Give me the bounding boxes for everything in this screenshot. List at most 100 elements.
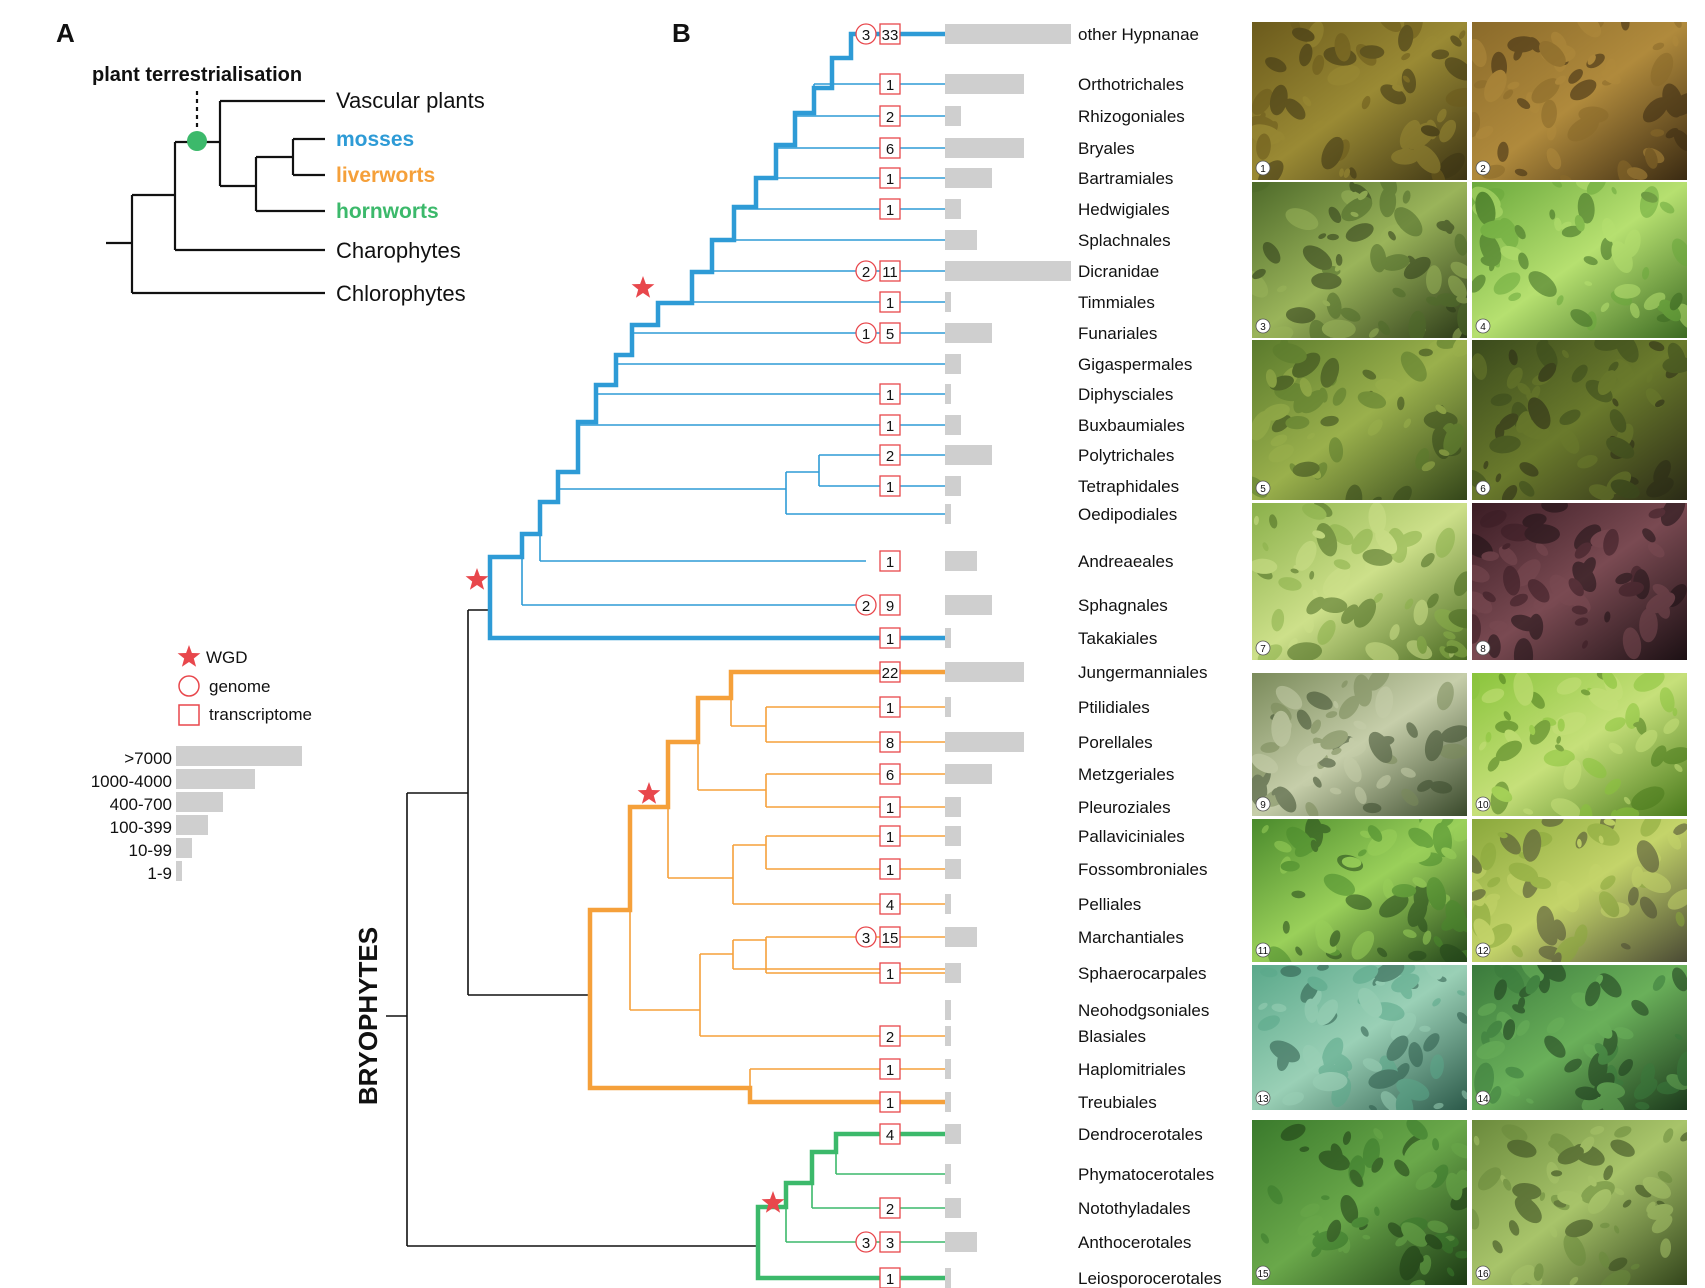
moss-photo: 8 xyxy=(1472,503,1687,660)
photo-number-badge xyxy=(1255,1265,1271,1281)
wgd-star-icon xyxy=(631,276,655,298)
transcriptome-marker xyxy=(879,167,901,189)
transcriptome-marker xyxy=(879,137,901,159)
legend-size-label: 1000-4000 xyxy=(91,772,172,791)
species-count-bar xyxy=(945,1198,961,1218)
wgd-star-icon xyxy=(465,568,489,590)
photo-number-badge xyxy=(1255,160,1271,176)
transcriptome-count: 33 xyxy=(882,27,899,44)
transcriptome-square-icon xyxy=(178,704,200,726)
genome-marker xyxy=(855,322,877,344)
backbone-branches xyxy=(386,609,758,1247)
panel-a: A plant terrestrialisation Vascular plan… xyxy=(56,18,485,306)
moss-photo: 7 xyxy=(1252,503,1467,660)
photo-number: 11 xyxy=(1258,946,1269,957)
species-count-bar xyxy=(945,1092,951,1112)
photo-number-badge xyxy=(1475,942,1491,958)
order-name: Blasiales xyxy=(1078,1027,1146,1046)
panel-a-tree xyxy=(106,91,325,295)
transcriptome-count: 6 xyxy=(886,767,894,784)
genome-marker xyxy=(855,260,877,282)
order-name: Timmiales xyxy=(1078,293,1155,312)
species-count-bar xyxy=(945,1124,961,1144)
transcriptome-marker xyxy=(879,825,901,847)
genome-count: 3 xyxy=(862,27,870,44)
transcriptome-count: 8 xyxy=(886,735,894,752)
species-count-bar xyxy=(945,797,961,817)
legend-size-bar xyxy=(176,769,255,789)
genome-count: 2 xyxy=(862,264,870,281)
transcriptome-marker xyxy=(879,1025,901,1047)
order-name: Jungermanniales xyxy=(1078,663,1207,682)
transcriptome-marker xyxy=(879,414,901,436)
species-count-bar xyxy=(945,697,951,717)
species-count-bar xyxy=(945,261,1071,281)
order-row: Phymatocerotales xyxy=(945,1164,1214,1184)
taxon-mosses: mosses xyxy=(336,128,414,151)
species-count-bar xyxy=(945,1232,977,1252)
order-row: Splachnales xyxy=(945,230,1171,250)
order-name: Phymatocerotales xyxy=(1078,1165,1214,1184)
species-count-bar xyxy=(945,138,1024,158)
transcriptome-marker xyxy=(879,893,901,915)
moss-photo: 14 xyxy=(1472,965,1687,1110)
transcriptome-count: 9 xyxy=(886,598,894,615)
legend-size-bar xyxy=(176,815,208,835)
photo-number: 5 xyxy=(1260,484,1266,495)
transcriptome-marker xyxy=(879,291,901,313)
transcriptome-marker xyxy=(879,1123,901,1145)
moss-photo: 1 xyxy=(1252,22,1467,180)
order-name: Polytrichales xyxy=(1078,446,1174,465)
species-count-bar xyxy=(945,764,992,784)
species-count-bar xyxy=(945,292,951,312)
order-row: Neohodgsoniales xyxy=(945,1000,1209,1020)
order-name: Dicranidae xyxy=(1078,262,1159,281)
species-count-bar xyxy=(945,927,977,947)
legend-size-label: 400-700 xyxy=(110,795,172,814)
order-name: Hedwigiales xyxy=(1078,200,1170,219)
photo-number-badge xyxy=(1255,480,1271,496)
genome-marker xyxy=(855,926,877,948)
order-name: Sphaerocarpales xyxy=(1078,964,1207,983)
species-count-bar xyxy=(945,199,961,219)
mosses-clade xyxy=(487,31,945,641)
transcriptome-count: 1 xyxy=(886,418,894,435)
moss-photo: 6 xyxy=(1472,340,1687,500)
transcriptome-count: 1 xyxy=(886,202,894,219)
order-name: Marchantiales xyxy=(1078,928,1184,947)
genome-count: 3 xyxy=(862,1235,870,1252)
order-name: other Hypnanae xyxy=(1078,25,1199,44)
genome-count: 3 xyxy=(862,930,870,947)
legend: WGD genome transcriptome >70001000-40004… xyxy=(91,645,312,883)
transcriptome-count: 1 xyxy=(886,171,894,188)
transcriptome-count: 2 xyxy=(886,1201,894,1218)
bryophytes-label: BRYOPHYTES xyxy=(353,927,383,1105)
moss-photo: 3 xyxy=(1252,182,1467,338)
taxon-hornworts: hornworts xyxy=(336,200,439,223)
order-name: Splachnales xyxy=(1078,231,1171,250)
moss-photo: 9 xyxy=(1252,673,1467,816)
species-count-bar xyxy=(945,551,977,571)
order-name: Funariales xyxy=(1078,324,1157,343)
genome-marker xyxy=(855,594,877,616)
transcriptome-count: 4 xyxy=(886,897,894,914)
taxon-vascular-plants: Vascular plants xyxy=(336,88,485,113)
transcriptome-count: 1 xyxy=(886,862,894,879)
photo-number: 7 xyxy=(1260,644,1266,655)
species-count-bar xyxy=(945,384,951,404)
legend-size-bar xyxy=(176,746,302,766)
legend-size-bar xyxy=(176,792,223,812)
order-name: Sphagnales xyxy=(1078,596,1168,615)
transcriptome-count: 1 xyxy=(886,77,894,94)
transcriptome-count: 6 xyxy=(886,141,894,158)
photo-number: 4 xyxy=(1480,322,1486,333)
